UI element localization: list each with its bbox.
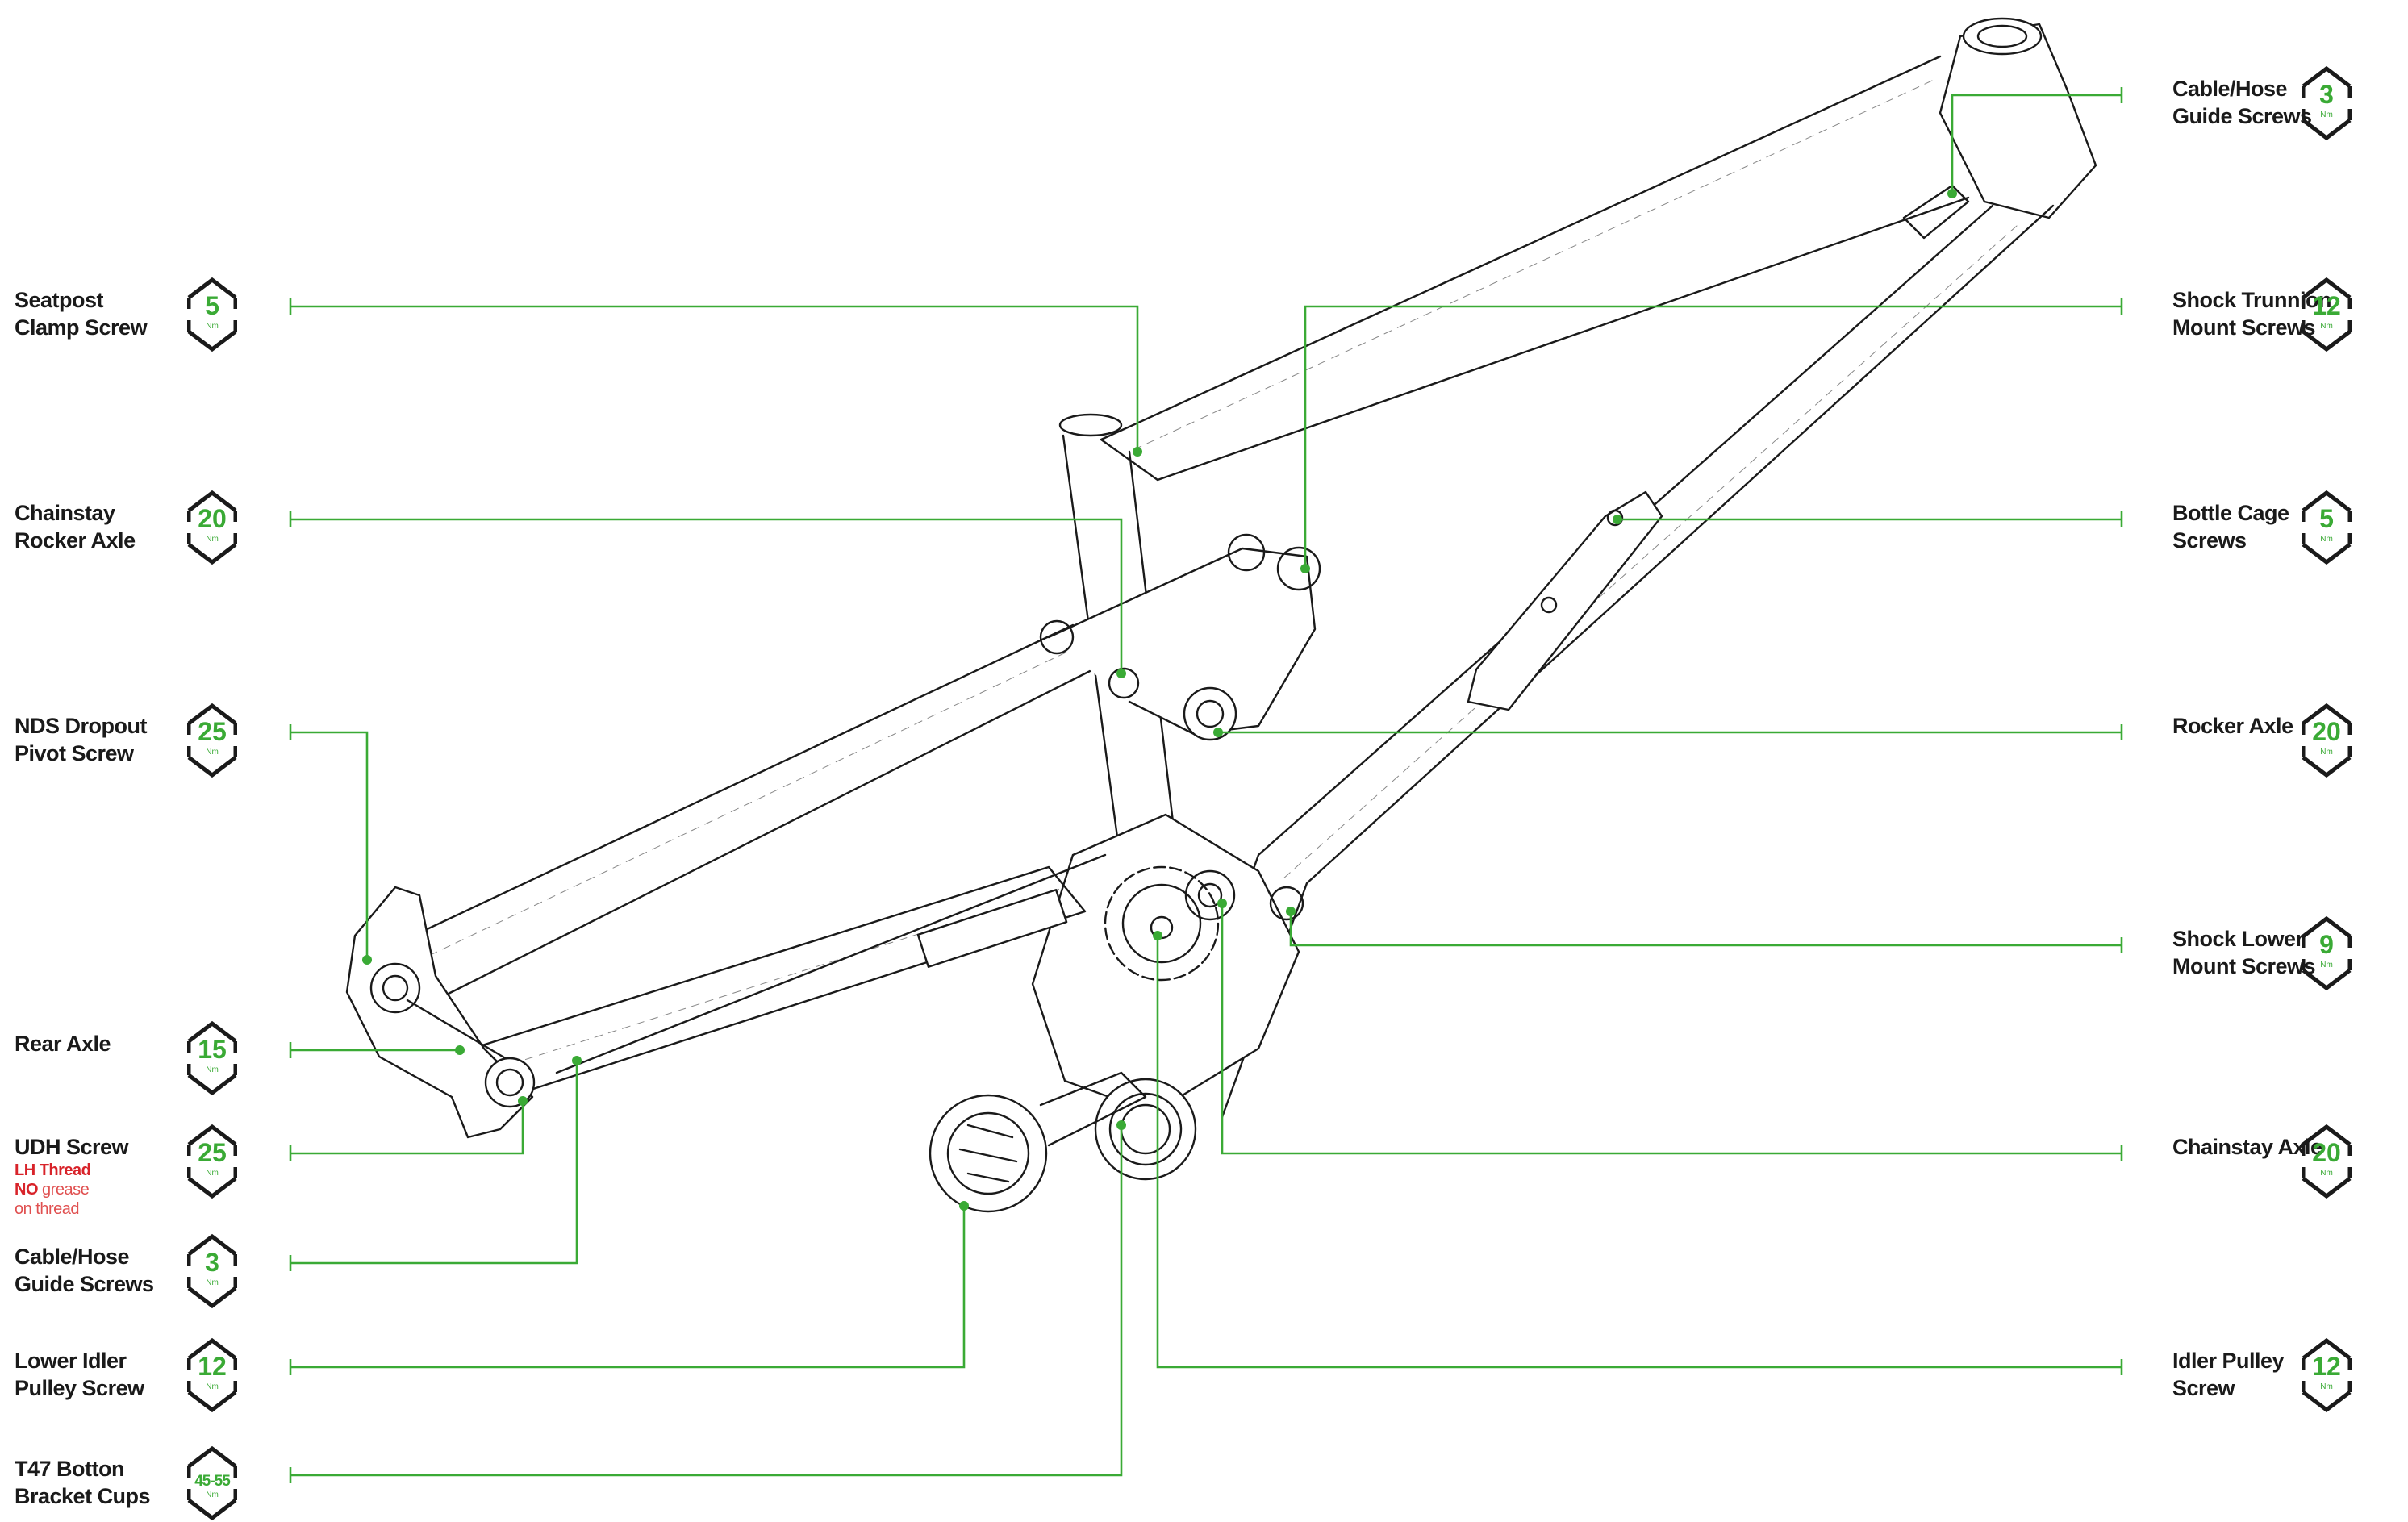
label-line: Cable/Hose <box>2172 77 2288 101</box>
label-line: Screw <box>2172 1376 2235 1400</box>
torque-unit: Nm <box>2320 1382 2333 1391</box>
callout-label: NDS Dropout Pivot Screw <box>15 712 176 767</box>
label-line: Bottle Cage <box>2172 501 2289 525</box>
torque-unit: Nm <box>206 1065 219 1074</box>
torque-value: 25 <box>198 1138 227 1167</box>
torque-value: 25 <box>198 717 227 746</box>
label-line: Rocker Axle <box>2172 714 2293 738</box>
label-line: Lower Idler <box>15 1349 127 1373</box>
callout-label: Rocker Axle <box>2172 712 2334 740</box>
torque-value: 15 <box>198 1035 227 1064</box>
torque-badge: 5 Nm <box>2302 490 2352 565</box>
label-line: Bracket Cups <box>15 1484 151 1508</box>
label-line: Guide Screws <box>15 1272 154 1296</box>
label-line: Pulley Screw <box>15 1376 144 1400</box>
label-line: Guide Screws <box>2172 104 2312 128</box>
frame-illustration <box>345 17 2097 1213</box>
label-line: Seatpost <box>15 288 104 312</box>
callout-label: Cable/Hose Guide Screws <box>15 1243 176 1298</box>
label-line: Idler Pulley <box>2172 1349 2285 1373</box>
torque-value: 12 <box>2312 1352 2341 1381</box>
torque-badge: 20 Nm <box>2302 1124 2352 1199</box>
callout-label: UDH Screw LH Thread NO grease on thread <box>15 1133 176 1219</box>
torque-badge: 25 Nm <box>187 703 237 778</box>
torque-value: 5 <box>2319 504 2334 533</box>
label-line: Chainstay <box>15 501 115 525</box>
no-grease-warning: NO grease <box>15 1180 176 1199</box>
callout-label: Chainstay Axle <box>2172 1133 2334 1161</box>
torque-value: 20 <box>2312 717 2341 746</box>
torque-badge: 9 Nm <box>2302 915 2352 991</box>
torque-unit: Nm <box>2320 535 2333 544</box>
torque-unit: Nm <box>206 1382 219 1391</box>
label-line: Shock Lower <box>2172 927 2304 951</box>
torque-badge: 3 Nm <box>2302 65 2352 141</box>
label-line: Clamp Screw <box>15 315 148 340</box>
label-line: UDH Screw <box>15 1135 129 1159</box>
torque-badge: 25 Nm <box>187 1124 237 1199</box>
torque-value: 3 <box>2319 80 2334 109</box>
callout-label: Lower Idler Pulley Screw <box>15 1347 176 1402</box>
torque-unit: Nm <box>2320 748 2333 757</box>
label-line: Screws <box>2172 528 2247 553</box>
torque-unit: Nm <box>2320 322 2333 331</box>
torque-badge: 20 Nm <box>2302 703 2352 778</box>
udh-warning-note: LH Thread NO grease on thread <box>15 1161 176 1219</box>
no-word: NO <box>15 1181 39 1199</box>
torque-unit: Nm <box>206 1169 219 1178</box>
callout-label: Shock Trunnion Mount Screws <box>2172 286 2334 341</box>
torque-value: 12 <box>2312 291 2341 320</box>
torque-value: 20 <box>2312 1138 2341 1167</box>
torque-unit: Nm <box>2320 961 2333 969</box>
grease-word: grease <box>38 1181 90 1199</box>
label-line: T47 Botton <box>15 1457 125 1481</box>
label-line: Pivot Screw <box>15 741 134 765</box>
lh-thread-warning: LH Thread <box>15 1161 91 1179</box>
torque-value: 20 <box>198 504 227 533</box>
torque-value: 9 <box>2319 930 2334 959</box>
leader-lines <box>290 94 2122 1477</box>
leader-anchor-dots <box>362 189 1957 1211</box>
torque-unit: Nm <box>2320 111 2333 119</box>
torque-badge: 12 Nm <box>2302 277 2352 352</box>
torque-unit: Nm <box>2320 1169 2333 1178</box>
torque-unit: Nm <box>206 748 219 757</box>
callout-label: Bottle Cage Screws <box>2172 499 2334 554</box>
callout-label: Seatpost Clamp Screw <box>15 286 176 341</box>
callout-label: T47 Botton Bracket Cups <box>15 1455 176 1510</box>
label-line: Shock Trunnion <box>2172 288 2332 312</box>
leader-end-ticks <box>289 87 2123 1483</box>
torque-unit: Nm <box>206 322 219 331</box>
label-line: Rocker Axle <box>15 528 136 553</box>
torque-badge: 12 Nm <box>2302 1337 2352 1413</box>
on-thread-text: on thread <box>15 1200 80 1218</box>
label-line: Mount Screws <box>2172 954 2316 978</box>
callout-label: Rear Axle <box>15 1030 176 1057</box>
torque-badge: 12 Nm <box>187 1337 237 1413</box>
torque-value: 45-55 <box>194 1473 231 1490</box>
torque-value: 5 <box>205 291 219 320</box>
torque-badge: 45-55 Nm <box>187 1445 237 1521</box>
torque-badge: 15 Nm <box>187 1020 237 1096</box>
label-line: Chainstay Axle <box>2172 1135 2322 1159</box>
torque-badge: 3 Nm <box>187 1233 237 1309</box>
callout-label: Chainstay Rocker Axle <box>15 499 176 554</box>
callout-label: Shock Lower Mount Screws <box>2172 925 2334 980</box>
torque-badge: 5 Nm <box>187 277 237 352</box>
torque-unit: Nm <box>206 535 219 544</box>
label-line: Mount Screws <box>2172 315 2316 340</box>
callout-label: Cable/Hose Guide Screws <box>2172 75 2334 130</box>
torque-unit: Nm <box>206 1491 219 1499</box>
callout-label: Idler Pulley Screw <box>2172 1347 2334 1402</box>
label-line: NDS Dropout <box>15 714 147 738</box>
label-line: Rear Axle <box>15 1032 111 1056</box>
label-line: Cable/Hose <box>15 1245 130 1269</box>
torque-value: 3 <box>205 1248 219 1277</box>
torque-badge: 20 Nm <box>187 490 237 565</box>
torque-unit: Nm <box>206 1278 219 1287</box>
torque-value: 12 <box>198 1352 227 1381</box>
